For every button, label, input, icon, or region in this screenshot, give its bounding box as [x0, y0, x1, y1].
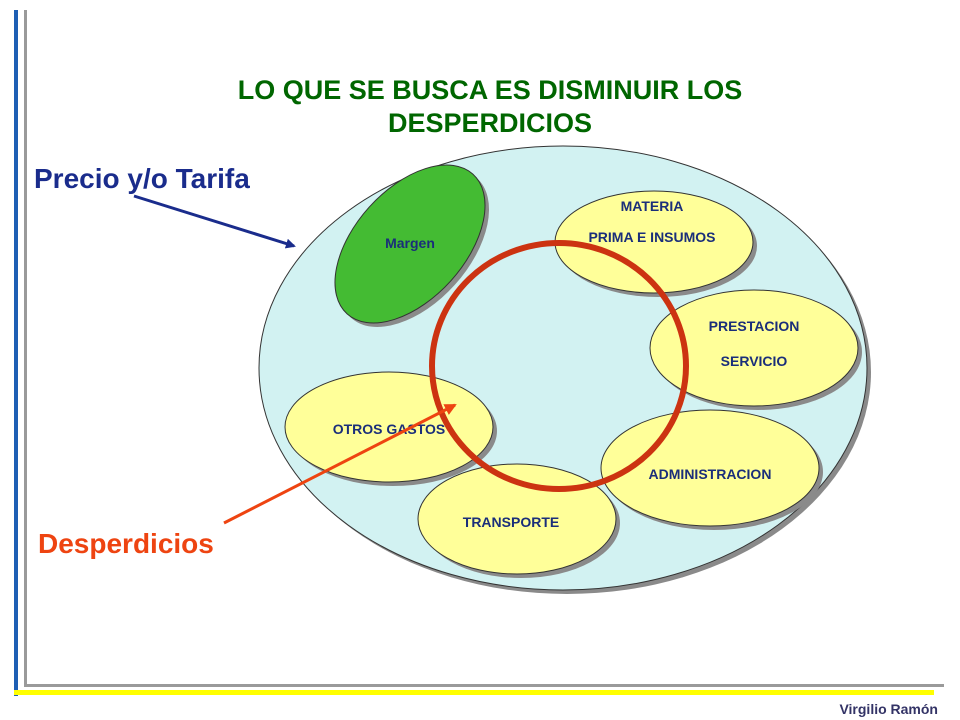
waste-circle: [429, 240, 689, 492]
margen-label: Margen: [385, 235, 435, 251]
otros-gastos-label: OTROS GASTOS: [333, 421, 446, 437]
slide-title-line1: LO QUE SE BUSCA ES DISMINUIR LOS: [237, 75, 743, 105]
precio-arrow: [133, 194, 296, 249]
slide-title-line2: DESPERDICIOS: [387, 108, 593, 138]
desperdicios-label: Desperdicios: [38, 528, 214, 559]
prestacion-label-line2: SERVICIO: [721, 353, 788, 369]
prestacion-label-line1: PRESTACION: [709, 318, 800, 334]
margen-oval: Margen: [334, 164, 490, 327]
bottom-border-yellow: [14, 690, 934, 695]
transporte-label: TRANSPORTE: [463, 514, 559, 530]
bottom-border-gray: [24, 684, 944, 687]
materia-prima-oval: MATERIA PRIMA E INSUMOS: [554, 190, 757, 297]
materia-label-line2: PRIMA E INSUMOS: [588, 229, 715, 245]
prestacion-servicio-oval: PRESTACION SERVICIO: [649, 289, 862, 410]
author-footer: Virgilio Ramón: [839, 701, 938, 717]
slide-title: LO QUE SE BUSCA ES DISMINUIR LOS DESPERD…: [150, 74, 830, 140]
left-border-gray: [24, 10, 27, 686]
administracion-label: ADMINISTRACION: [649, 466, 772, 482]
desperdicios-arrow: [223, 403, 457, 525]
left-border-blue: [14, 10, 18, 696]
precio-tarifa-label: Precio y/o Tarifa: [34, 163, 250, 194]
otros-gastos-oval: OTROS GASTOS: [284, 371, 497, 486]
materia-label-line1: MATERIA: [621, 198, 684, 214]
